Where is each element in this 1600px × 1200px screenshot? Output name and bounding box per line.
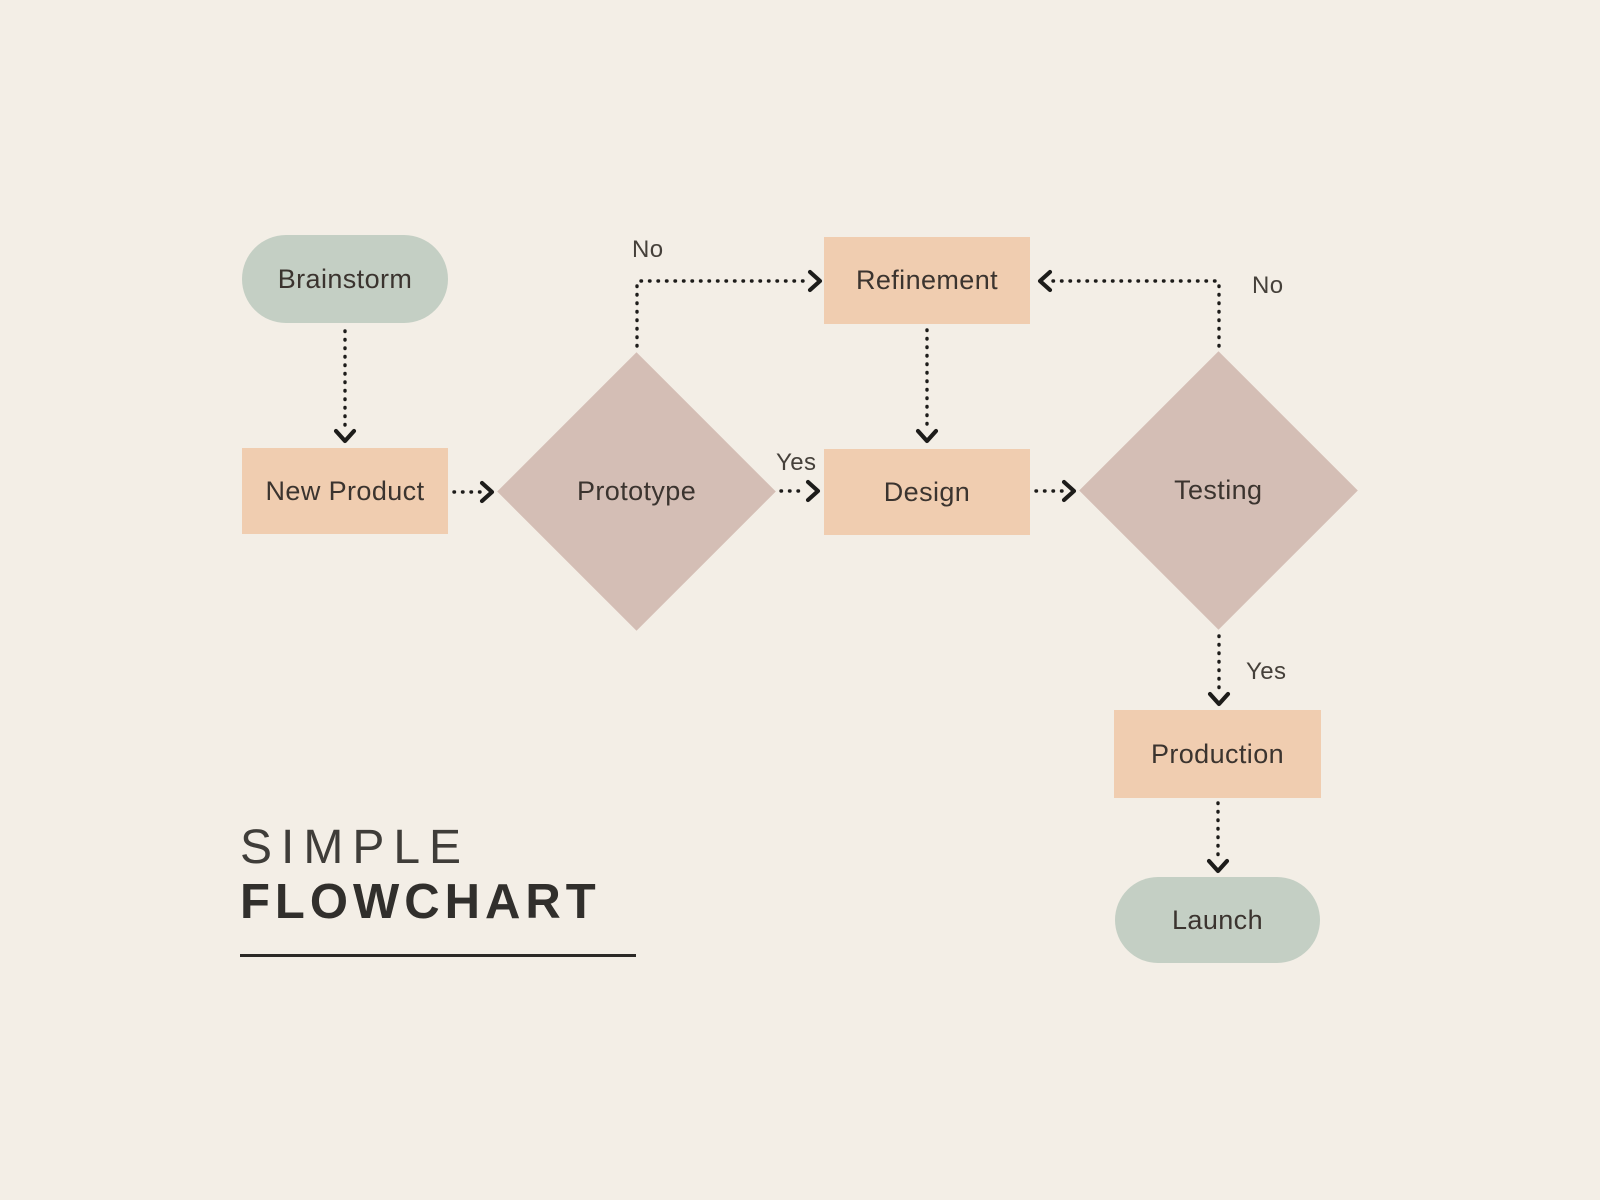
node-brainstorm: Brainstorm xyxy=(242,235,448,323)
edge-testing-to-refinement xyxy=(1050,279,1221,348)
arrowhead-down-design xyxy=(915,428,939,444)
node-launch: Launch xyxy=(1115,877,1320,963)
node-testing-label: Testing xyxy=(1174,474,1263,505)
node-design: Design xyxy=(824,449,1030,535)
edge-label-testing-yes: Yes xyxy=(1246,658,1287,685)
arrowhead-right-testing xyxy=(1061,479,1077,503)
node-production-label: Production xyxy=(1150,738,1285,769)
arrowhead-right-design xyxy=(805,479,821,503)
arrowhead-down-production xyxy=(1207,691,1231,707)
node-production: Production xyxy=(1114,710,1321,798)
node-new-product: New Product xyxy=(242,448,448,534)
node-refinement-label: Refinement xyxy=(855,265,999,295)
arrowhead-right-prototype xyxy=(479,480,495,504)
node-launch-label: Launch xyxy=(1172,904,1263,935)
title-underline xyxy=(240,954,636,957)
edge-prototype-to-refinement xyxy=(635,279,808,348)
node-new-product-label: New Product xyxy=(265,475,425,506)
node-design-label: Design xyxy=(883,476,971,507)
edge-label-testing-no: No xyxy=(1252,272,1284,299)
node-prototype: Prototype xyxy=(497,352,776,631)
arrowhead-right-refinement xyxy=(807,269,823,293)
arrowhead-down-new-product xyxy=(333,428,357,444)
edge-label-prototype-yes: Yes xyxy=(776,449,817,476)
arrowhead-down-launch xyxy=(1206,858,1230,874)
title-line-flowchart: FLOWCHART xyxy=(240,875,601,929)
node-prototype-label: Prototype xyxy=(576,475,697,506)
node-testing: Testing xyxy=(1079,351,1358,630)
node-brainstorm-label: Brainstorm xyxy=(277,263,413,294)
title-line-simple: SIMPLE xyxy=(240,821,471,874)
arrowhead-left-refinement xyxy=(1037,269,1053,293)
node-refinement: Refinement xyxy=(824,237,1030,324)
edge-label-prototype-no: No xyxy=(632,236,664,263)
